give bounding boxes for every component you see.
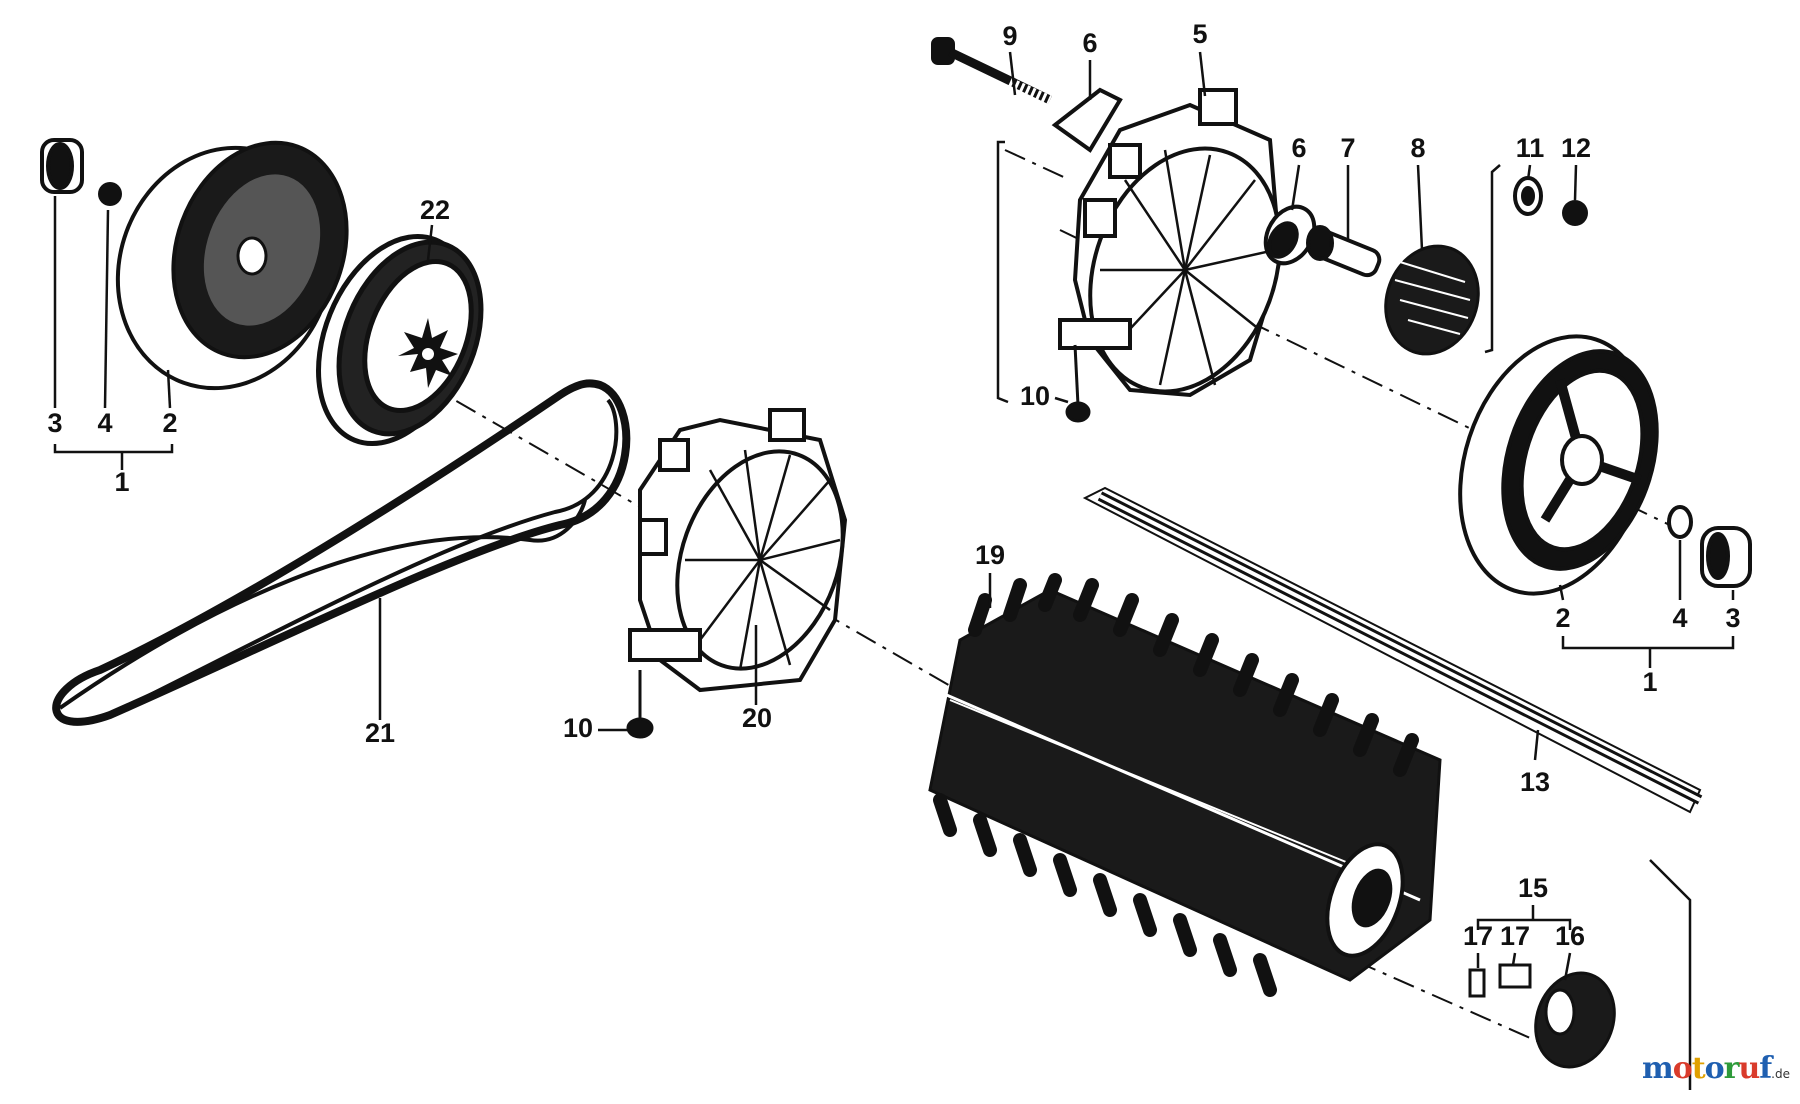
- callout-20: 20: [742, 703, 772, 733]
- callout-13: 13: [1520, 767, 1550, 797]
- belt-21: [52, 379, 631, 726]
- watermark-letters: motoruf: [1642, 1051, 1772, 1086]
- callout-2b: 2: [1555, 603, 1570, 633]
- callout-8: 8: [1410, 133, 1425, 163]
- callout-19: 19: [975, 540, 1005, 570]
- wheel-left: [115, 140, 349, 391]
- callout-3a: 3: [47, 408, 62, 438]
- callout-17a: 17: [1463, 921, 1493, 951]
- wheel-right: [1458, 334, 1659, 596]
- axle-13: [1082, 486, 1703, 814]
- watermark-suffix: .de: [1771, 1067, 1790, 1081]
- gear-8: [1384, 244, 1480, 356]
- callout-16: 16: [1555, 921, 1585, 951]
- callout-22: 22: [420, 195, 450, 225]
- watermark-letter: o: [1704, 1051, 1725, 1086]
- callout-3b: 3: [1725, 603, 1740, 633]
- shaft-7: [1306, 225, 1382, 278]
- callout-15: 15: [1518, 873, 1548, 903]
- callout-4a: 4: [97, 408, 112, 438]
- pulley-22: [316, 233, 484, 447]
- callout-1b: 1: [1642, 667, 1657, 697]
- callout-10a: 10: [563, 713, 593, 743]
- callout-10b: 10: [1020, 381, 1050, 411]
- callout-11: 11: [1516, 133, 1545, 163]
- watermark-letter: t: [1691, 1051, 1706, 1086]
- plate-6-outer: [1051, 87, 1123, 153]
- watermark-letter: m: [1642, 1051, 1674, 1086]
- nut-12: [1562, 200, 1588, 226]
- washer-right: [1667, 505, 1693, 539]
- callout-1a: 1: [114, 467, 129, 497]
- callout-4b: 4: [1672, 603, 1687, 633]
- callout-5: 5: [1192, 19, 1207, 49]
- hub-cap-right: [1700, 526, 1752, 588]
- callout-leaders: [53, 51, 1735, 1090]
- callout-2a: 2: [162, 408, 177, 438]
- callout-9: 9: [1002, 21, 1017, 51]
- washer-11: [1513, 176, 1543, 216]
- callout-12: 12: [1561, 133, 1591, 163]
- bolt-9: [931, 37, 1052, 105]
- callout-21: 21: [365, 718, 395, 748]
- motoruf-watermark: motoruf.de: [1642, 1051, 1790, 1086]
- callout-7: 7: [1340, 133, 1355, 163]
- washer-left: [98, 182, 122, 206]
- brush-roller-19: [928, 573, 1442, 997]
- wheel-housing-5: [1058, 88, 1283, 398]
- screw-10-left: [626, 670, 654, 739]
- callout-17b: 17: [1500, 921, 1530, 951]
- watermark-letter: r: [1723, 1051, 1740, 1086]
- watermark-letter: u: [1738, 1051, 1760, 1086]
- gear-set-15: [1468, 963, 1616, 1069]
- hub-cap-left: [40, 138, 84, 194]
- watermark-letter: o: [1672, 1051, 1693, 1086]
- callout-6b: 6: [1291, 133, 1306, 163]
- screw-10-right: [1065, 344, 1091, 423]
- watermark-letter: f: [1759, 1051, 1772, 1086]
- wheel-housing-20: [628, 408, 848, 693]
- callout-6a: 6: [1082, 28, 1097, 58]
